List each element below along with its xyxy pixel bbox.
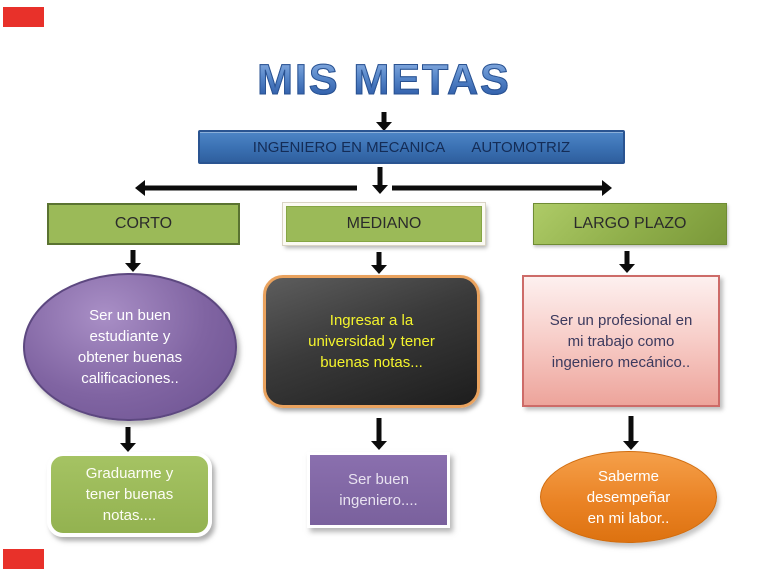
arrow-title-to-root (376, 112, 392, 131)
result-corto-text: Graduarme y tener buenas notas.... (85, 465, 174, 524)
arrow-root-to-mediano (372, 167, 388, 194)
arrow-ellipse-down (120, 427, 136, 452)
header-corto-label: CORTO (114, 215, 173, 232)
red-corner-bar-bottom (3, 549, 44, 569)
red-corner-bar-top (3, 7, 44, 27)
header-mediano: MEDIANO (282, 202, 486, 246)
goal-corto-ellipse: Ser un buen estudiante y obtener buenas … (23, 273, 237, 421)
result-mediano-text: Ser buen ingeniero.... (339, 471, 418, 509)
result-largo-text: Saberme desempeñar en mi labor.. (586, 467, 671, 527)
goal-largo-text: Ser un profesional en mi trabajo como in… (549, 311, 693, 371)
arrow-pinkbox-down (623, 416, 639, 450)
header-corto: CORTO (47, 203, 240, 245)
root-goal-label-1: INGENIERO EN MECANICA (252, 138, 446, 156)
arrow-darkbox-down (371, 418, 387, 450)
root-goal-label-2: AUTOMOTRIZ (471, 138, 571, 156)
header-mediano-label: MEDIANO (346, 215, 422, 232)
arrow-largo-down (619, 251, 635, 273)
result-corto-box: Graduarme y tener buenas notas.... (47, 452, 212, 537)
page-title: MIS METAS (0, 56, 768, 105)
result-mediano-box: Ser buen ingeniero.... (307, 452, 450, 528)
goal-mediano-text: Ingresar a la universidad y tener buenas… (308, 312, 435, 371)
header-largo-plazo: LARGO PLAZO (533, 203, 727, 245)
arrow-root-to-corto (135, 180, 357, 196)
goal-corto-text: Ser un buen estudiante y obtener buenas … (77, 307, 183, 387)
result-largo-ellipse: Saberme desempeñar en mi labor.. (540, 451, 717, 543)
arrow-root-to-largo (392, 180, 612, 196)
arrow-corto-down (125, 250, 141, 272)
goal-largo-box: Ser un profesional en mi trabajo como in… (522, 275, 720, 407)
goal-mediano-box: Ingresar a la universidad y tener buenas… (263, 275, 480, 408)
arrow-mediano-down (371, 252, 387, 274)
header-largo-plazo-label: LARGO PLAZO (573, 215, 687, 232)
root-goal-box: INGENIERO EN MECANICA AUTOMOTRIZ (198, 130, 625, 164)
